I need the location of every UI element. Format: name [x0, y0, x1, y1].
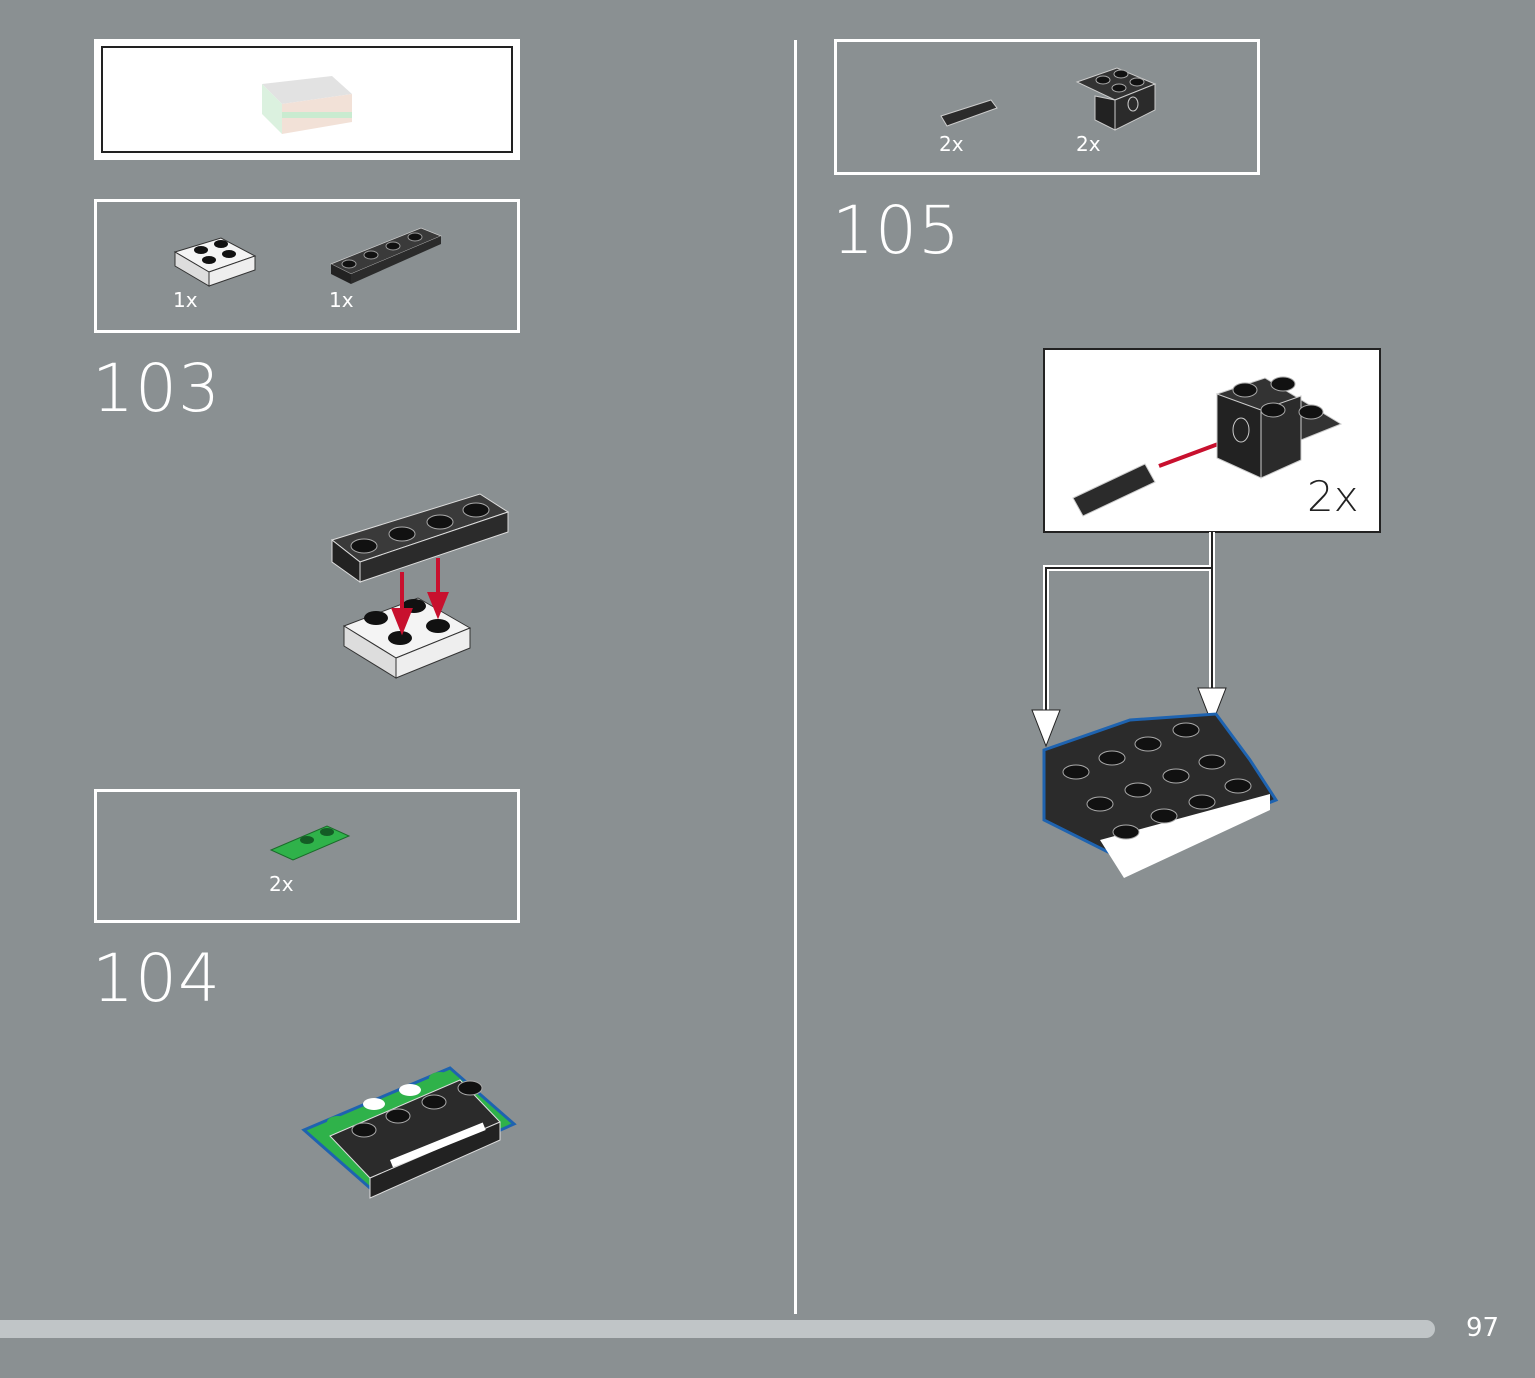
parts-list-105: 2x 2x	[834, 39, 1260, 175]
black-brick-with-hole-part	[1075, 67, 1157, 131]
step-number-103: 103	[92, 350, 221, 427]
submodel-preview-box	[94, 39, 520, 160]
callout-illustration	[1072, 376, 1343, 517]
parts-list-103: 1x 1x	[94, 199, 520, 333]
green-plate-clip-part	[269, 825, 351, 861]
step-number-104: 104	[92, 940, 221, 1017]
arrow-down-icon	[1197, 687, 1227, 726]
part-qty: 1x	[329, 288, 354, 312]
submodel-preview-image	[262, 76, 352, 134]
step-number-105: 105	[832, 192, 961, 269]
step-105-illustration	[1042, 712, 1279, 878]
parts-list-104: 2x	[94, 789, 520, 923]
part-qty: 2x	[269, 872, 294, 896]
step-103-illustration	[330, 493, 510, 679]
black-plate-1x4-part	[330, 227, 442, 284]
column-divider	[794, 40, 797, 1314]
page-number: 97	[1466, 1313, 1500, 1343]
white-plate-2x2-part	[173, 237, 257, 287]
red-arrow-icon	[391, 558, 449, 636]
sub-assembly-callout: 2x	[1043, 348, 1381, 533]
black-pin-part	[940, 99, 998, 127]
part-qty: 2x	[1076, 132, 1101, 156]
step-104-illustration	[301, 1066, 517, 1199]
page-progress-bar	[0, 1320, 1435, 1338]
part-qty: 2x	[939, 132, 964, 156]
preview-inner-frame	[101, 46, 513, 153]
part-qty: 1x	[173, 288, 198, 312]
arrow-down-icon	[1031, 709, 1061, 748]
callout-arrows	[1031, 532, 1227, 748]
callout-qty: 2x	[1307, 472, 1359, 521]
